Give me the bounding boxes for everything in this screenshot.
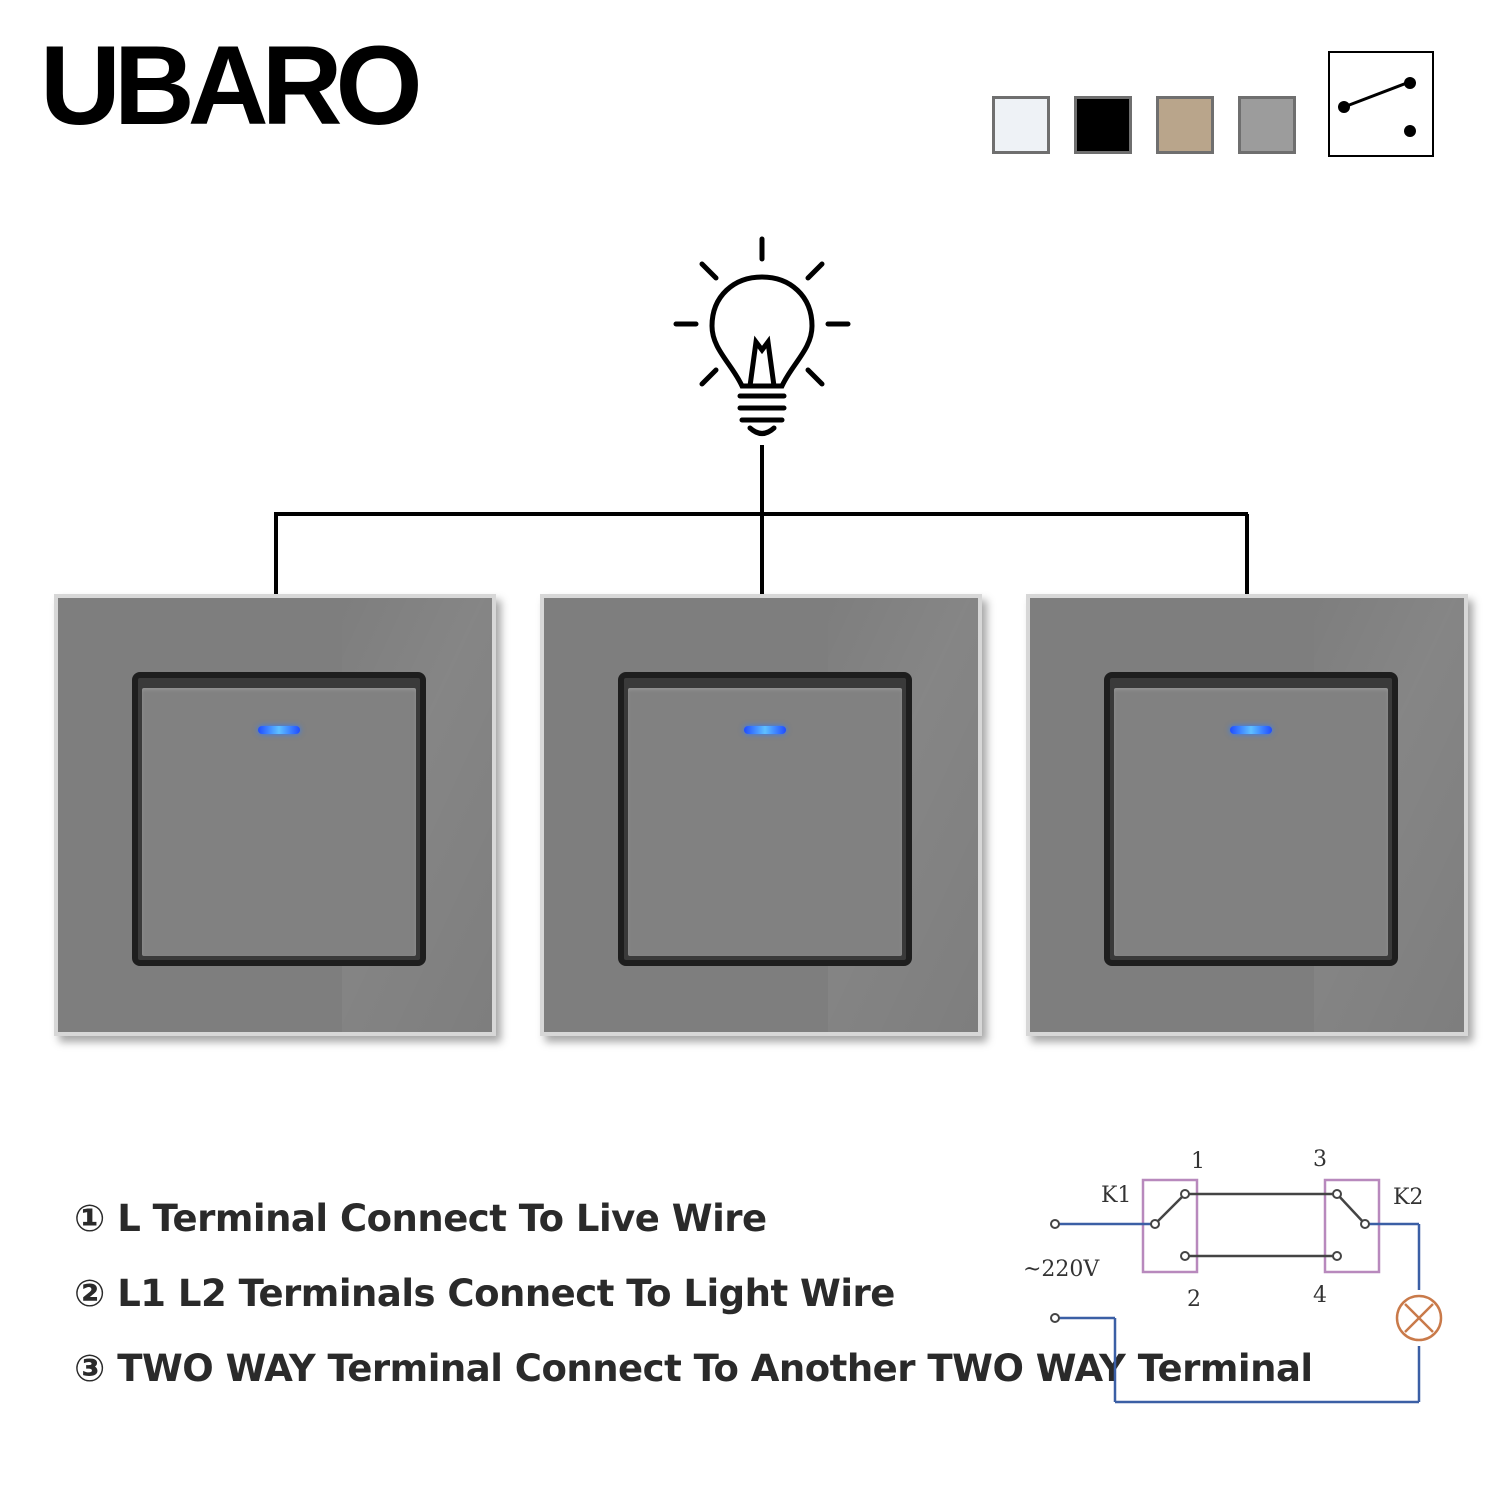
led-indicator [258, 726, 300, 734]
label-k1: K1 [1101, 1183, 1131, 1208]
switch-panel-2[interactable] [540, 594, 982, 1036]
brand-logo: UBARO [40, 23, 423, 148]
rocker-button[interactable] [1114, 688, 1388, 956]
instruction-3: ③ TWO WAY Terminal Connect To Another TW… [74, 1347, 1313, 1390]
led-indicator [1230, 726, 1272, 734]
label-t2: 2 [1187, 1287, 1201, 1312]
label-t4: 4 [1313, 1283, 1327, 1308]
wiring-diagram: K1 1 3 K2 2 4 ~220V [1023, 1147, 1443, 1404]
label-k2: K2 [1393, 1185, 1423, 1210]
rocker-button[interactable] [142, 688, 416, 956]
swatch-black[interactable] [1074, 96, 1132, 154]
switch-frame [618, 672, 912, 966]
switch-panel-3[interactable] [1026, 594, 1468, 1036]
rocker-button[interactable] [628, 688, 902, 956]
instruction-1: ① L Terminal Connect To Live Wire [74, 1197, 767, 1240]
label-t1: 1 [1191, 1149, 1205, 1174]
label-voltage: ~220V [1023, 1257, 1100, 1282]
label-t3: 3 [1313, 1147, 1327, 1172]
led-indicator [744, 726, 786, 734]
wiring-lines [274, 445, 1249, 594]
instructions-list: ① L Terminal Connect To Live Wire ② L1 L… [74, 1200, 1313, 1425]
swatch-gold[interactable] [1156, 96, 1214, 154]
swatch-white[interactable] [992, 96, 1050, 154]
switch-frame [1104, 672, 1398, 966]
instruction-2: ② L1 L2 Terminals Connect To Light Wire [74, 1272, 895, 1315]
two-way-switch-icon [1328, 51, 1434, 157]
switch-panel-1[interactable] [54, 594, 496, 1036]
swatch-grey[interactable] [1238, 96, 1296, 154]
light-bulb-icon [672, 234, 852, 444]
switch-frame [132, 672, 426, 966]
